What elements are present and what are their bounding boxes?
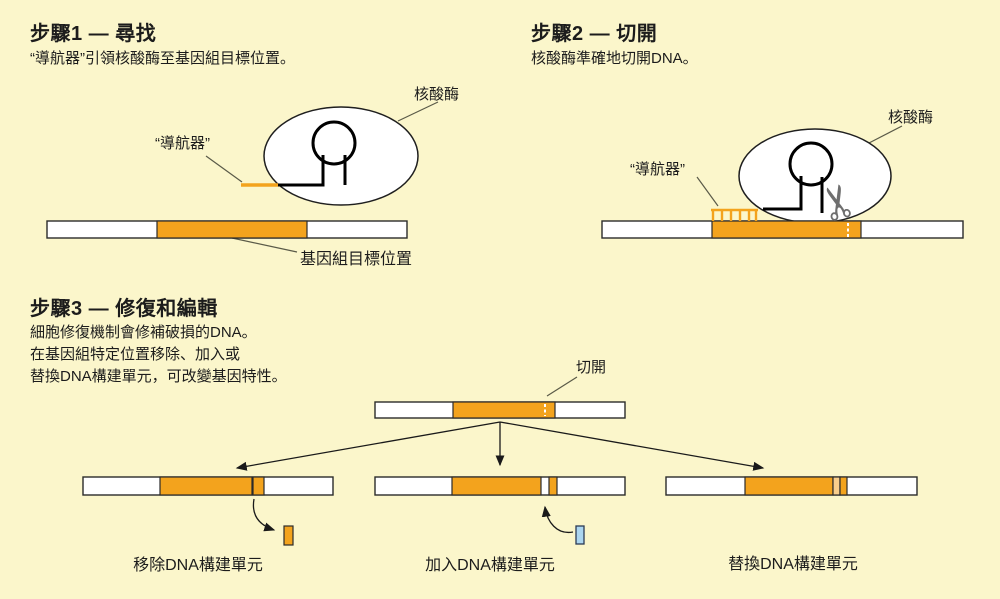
add-label: 加入DNA構建單元 [425, 557, 555, 574]
step1-guide-rna-stem-left [278, 155, 325, 187]
branch-arrow-left [235, 421, 501, 471]
add-dna-small-segment [548, 476, 558, 496]
step2-title: 步驟2 — 切開 [531, 23, 658, 45]
remove-label: 移除DNA構建單元 [133, 557, 263, 574]
step3-cut-label: 切開 [576, 359, 607, 376]
remove-dna-orange-segment [159, 476, 253, 496]
step2-guide-label: “導航器” [630, 161, 685, 178]
step2-basepair-comb [711, 208, 758, 221]
step3-title: 步驟3 — 修復和編輯 [30, 298, 218, 320]
add-curved-arrow [541, 505, 574, 534]
step2-dna-target-segment [711, 220, 862, 239]
step1-nuclease-leader-line [397, 101, 439, 122]
replace-label: 替換DNA構建單元 [728, 556, 858, 573]
remove-curved-arrow [252, 498, 276, 532]
step1-dna-target-segment [156, 220, 308, 239]
step3-cut-target-segment [452, 401, 556, 419]
step3-description-line3: 替換DNA構建單元，可改變基因特性。 [30, 368, 287, 385]
remove-dna-small-segment [252, 476, 265, 496]
step2-guide-rna-stem-left [763, 176, 803, 211]
replace-dna-small-segment [839, 476, 848, 496]
replace-dna-orange-segment [744, 476, 834, 496]
step2-nuclease-leader-line [868, 125, 903, 144]
step1-guide-leader-line [205, 155, 243, 183]
step1-description: “導航器”引領核酸酶至基因組目標位置。 [30, 50, 295, 67]
step1-target-leader-line [231, 237, 298, 253]
step1-nuclease-label: 核酸酶 [414, 86, 460, 103]
step2-guide-rna-loop [788, 141, 834, 187]
step2-description: 核酸酶準確地切開DNA。 [531, 50, 698, 67]
replace-dna-light-segment [832, 476, 841, 496]
add-dna-orange-segment [451, 476, 542, 496]
removed-building-block [283, 525, 294, 546]
step2-nuclease-label: 核酸酶 [888, 109, 934, 126]
step1-guide-rna-loop [311, 120, 357, 166]
insert-building-block [575, 525, 585, 545]
step1-title: 步驟1 — 尋找 [30, 23, 157, 45]
step2-guide-leader-line [696, 176, 719, 207]
step1-target-label: 基因組目標位置 [300, 251, 413, 268]
step3-cut-leader-line [546, 376, 578, 397]
branch-arrow-right [499, 421, 765, 471]
step3-description-line1: 細胞修復機制會修補破損的DNA。 [30, 324, 257, 341]
step3-description-line2: 在基因組特定位置移除、加入或 [30, 346, 241, 363]
step1-guide-label: “導航器” [155, 135, 210, 152]
